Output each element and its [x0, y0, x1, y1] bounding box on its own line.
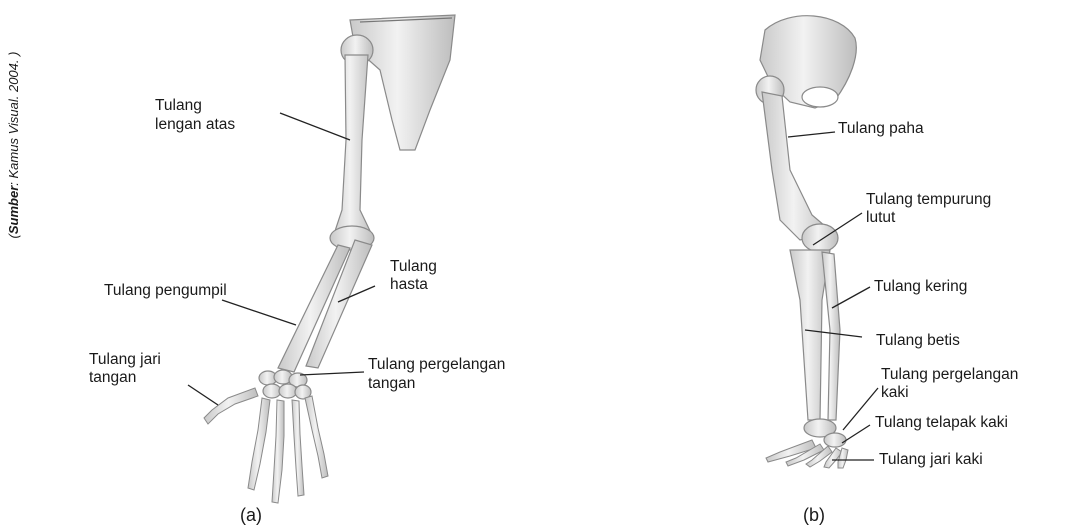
- label-upper-arm-line2: lengan atas: [155, 116, 235, 134]
- label-wrist-line2: tangan: [368, 375, 415, 393]
- label-kneecap-line1: Tulang tempurung: [866, 191, 991, 209]
- fibula: [822, 252, 840, 420]
- label-ankle-line1: Tulang pergelangan: [881, 366, 1018, 384]
- caption-a: (a): [240, 505, 262, 526]
- label-radius: Tulang pengumpil: [104, 282, 227, 300]
- label-thigh: Tulang paha: [838, 120, 924, 138]
- label-ulna-line2: hasta: [390, 276, 428, 294]
- label-fingers-line2: tangan: [89, 369, 136, 387]
- label-sole: Tulang telapak kaki: [875, 414, 1008, 432]
- label-ulna-line1: Tulang: [390, 258, 437, 276]
- label-wrist-line1: Tulang pergelangan: [368, 356, 505, 374]
- leg-skeleton: [756, 16, 856, 468]
- label-upper-arm-line1: Tulang: [155, 97, 202, 115]
- humerus: [332, 55, 372, 240]
- label-toes: Tulang jari kaki: [879, 451, 983, 469]
- caption-b: (b): [803, 505, 825, 526]
- label-ankle-line2: kaki: [881, 384, 909, 402]
- label-fingers-line1: Tulang jari: [89, 351, 161, 369]
- patella: [802, 224, 838, 252]
- label-tibia: Tulang betis: [876, 332, 960, 350]
- label-fibula: Tulang kering: [874, 278, 967, 296]
- femur: [762, 92, 832, 240]
- finger-bones: [204, 388, 328, 503]
- source-credit: (Sumber: Kamus Visual. 2004. ): [6, 45, 21, 245]
- label-kneecap-line2: lutut: [866, 209, 895, 227]
